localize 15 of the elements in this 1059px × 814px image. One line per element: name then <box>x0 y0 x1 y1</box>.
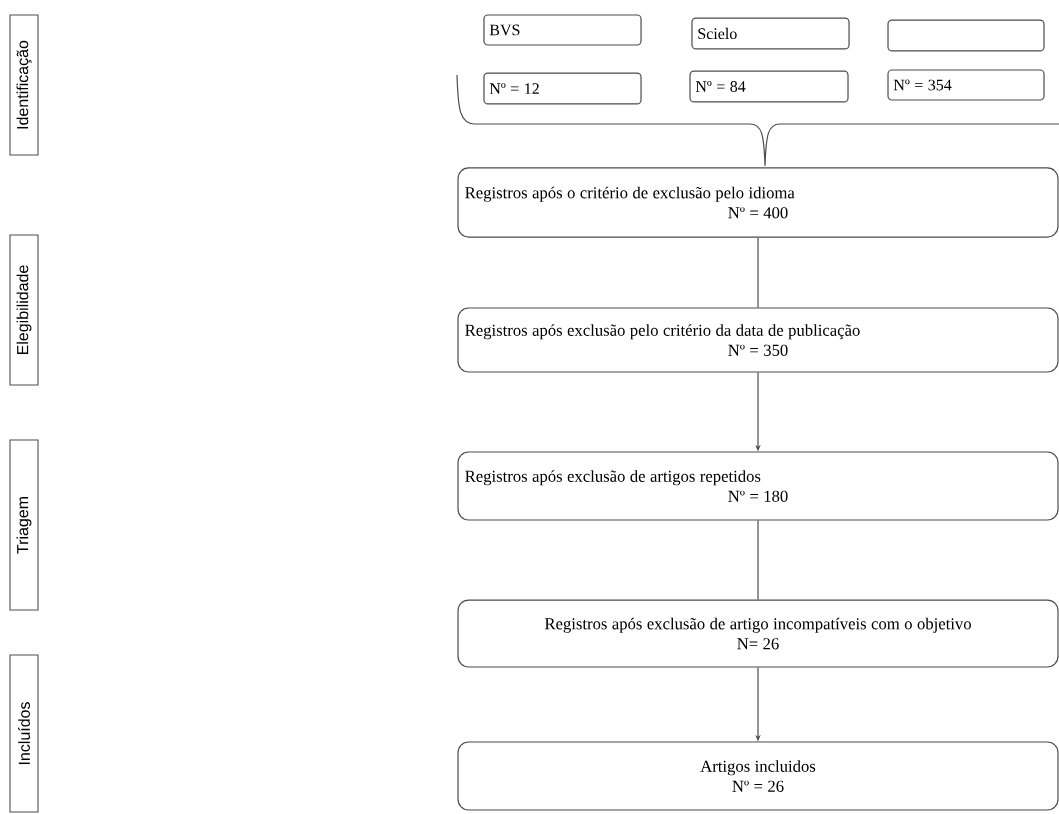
source-box: Nº = 84 <box>689 70 849 103</box>
source-box: Nº = 354 <box>887 69 1045 101</box>
stage-box: Incluídos <box>9 654 39 813</box>
source-box: Scielo <box>691 17 850 50</box>
process-box: Registros após exclusão de artigo incompatíveis com o objetivo N= 26 <box>457 599 1059 668</box>
process-box: Artigos incluidos Nº = 26 <box>457 741 1059 811</box>
source-box: BVS <box>483 14 642 46</box>
process-box: Registros após exclusão de artigos repetidos Nº = 180 <box>457 451 1059 521</box>
stage-box: Triagem <box>9 439 39 611</box>
stage-box: Identificação <box>9 14 39 156</box>
empty-box <box>887 19 1045 52</box>
process-box: Registros após o critério de exclusão pelo idioma Nº = 400 <box>457 167 1059 238</box>
process-box: Registros após exclusão pelo critério da data de publicação Nº = 350 <box>457 307 1059 373</box>
source-box: Nº = 12 <box>483 72 642 105</box>
stage-box: Elegibilidade <box>9 234 39 386</box>
